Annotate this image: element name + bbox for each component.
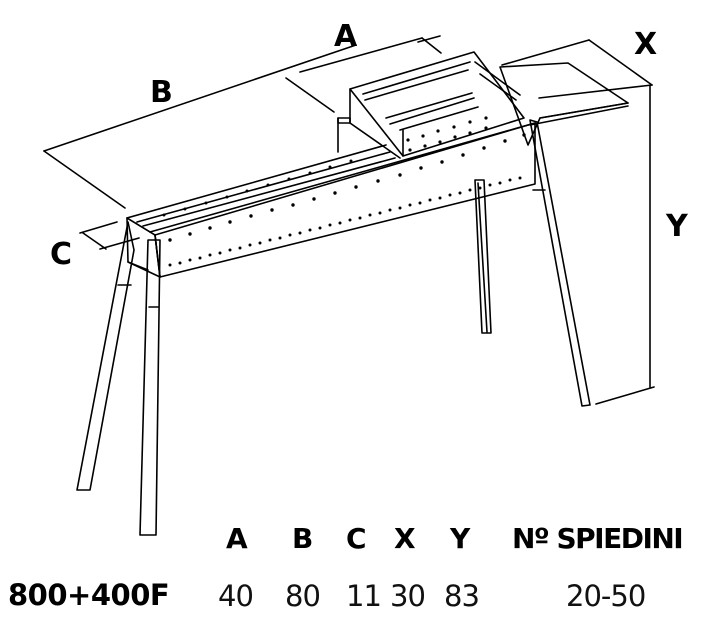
value-x: 30	[390, 579, 426, 613]
value-c: 11	[346, 579, 382, 613]
dimension-line-b	[43, 44, 357, 209]
dimension-line-x	[501, 39, 653, 99]
value-b: 80	[285, 579, 321, 613]
header-c: C	[346, 522, 367, 555]
grill-legs	[76, 119, 591, 536]
main-trough	[126, 122, 536, 278]
dimension-line-a	[299, 35, 442, 73]
dimension-label-y: Y	[666, 209, 688, 244]
value-a: 40	[218, 579, 254, 613]
header-y: Y	[450, 522, 471, 555]
header-skewers: Nº SPIEDINI	[512, 522, 684, 555]
model-name: 800+400F	[8, 578, 170, 612]
value-y: 83	[444, 579, 480, 613]
dimension-line-y	[595, 84, 655, 405]
grate-holes	[406, 116, 488, 152]
dimension-label-b: B	[150, 75, 173, 110]
value-skewers: 20-50	[566, 579, 646, 613]
header-x: X	[394, 522, 416, 555]
header-a: A	[226, 522, 248, 555]
raised-fire-box	[337, 51, 525, 159]
dimension-label-a: A	[334, 19, 358, 54]
dimension-label-x: X	[634, 27, 658, 62]
front-panel-rivets	[162, 133, 526, 267]
dimension-label-c: C	[50, 237, 73, 272]
side-tray	[499, 62, 629, 146]
header-b: B	[292, 522, 314, 555]
